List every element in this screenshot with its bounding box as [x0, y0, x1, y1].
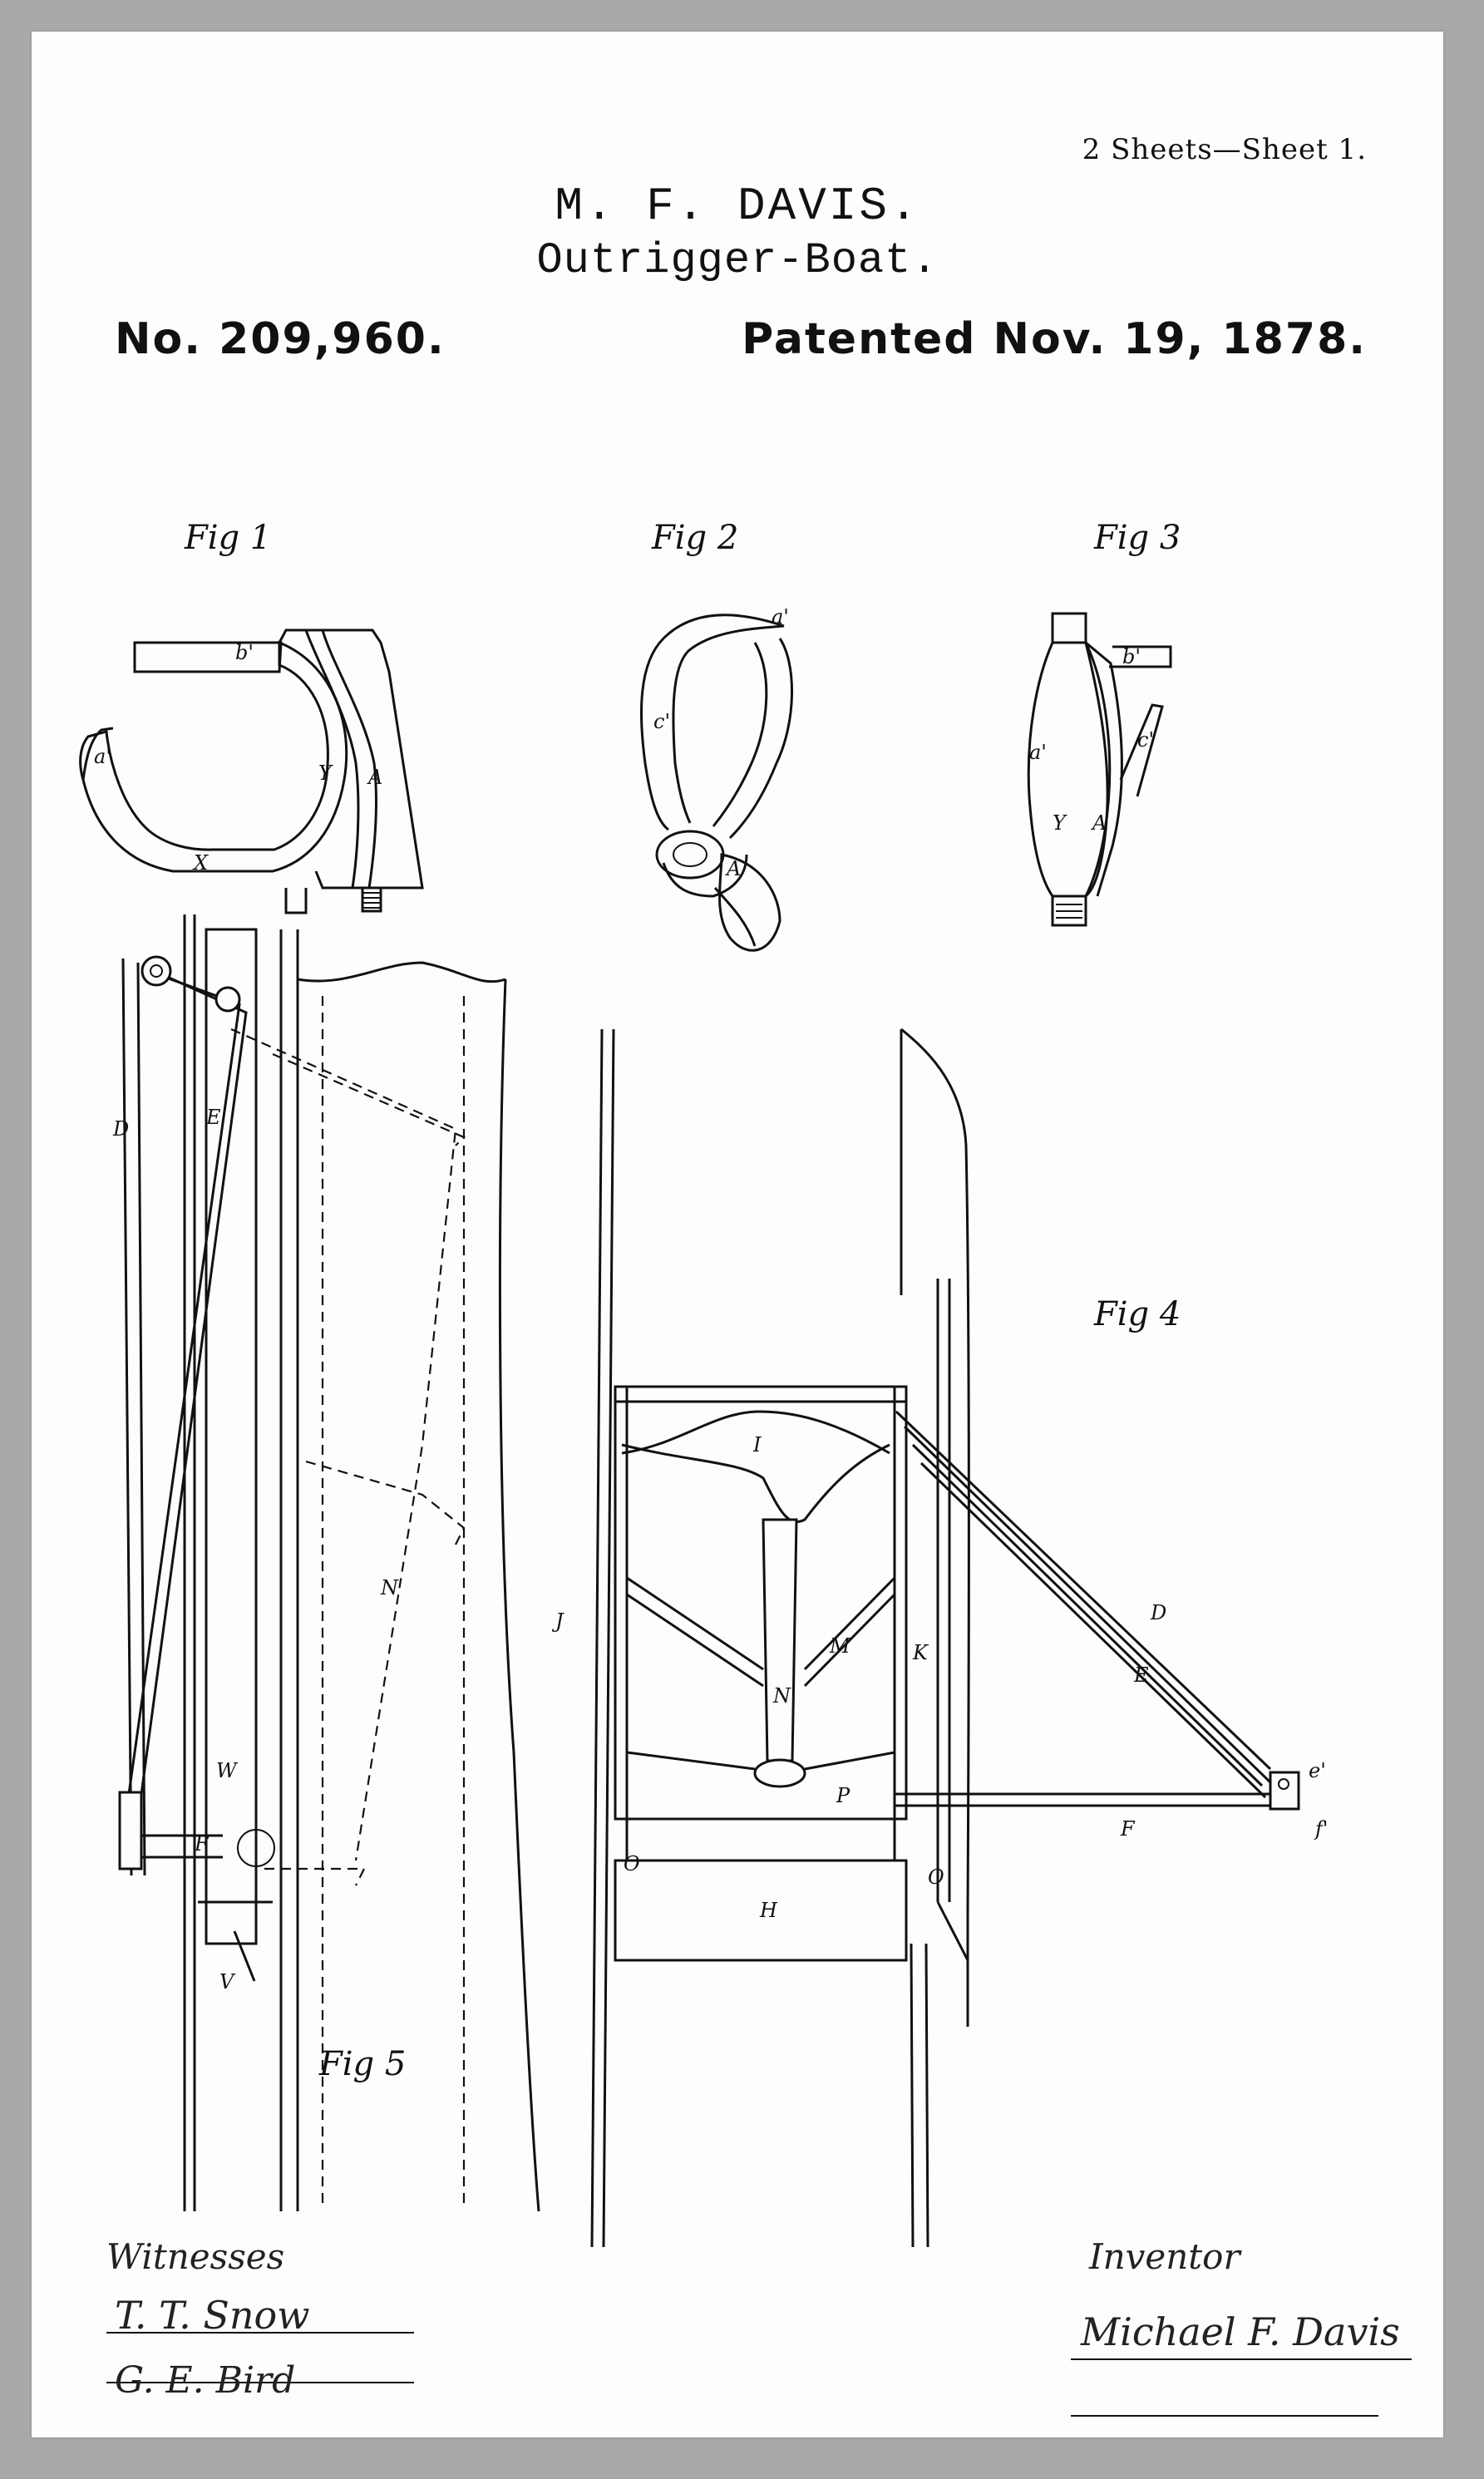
fig4-ref-P: P [836, 1784, 850, 1807]
patent-sheet: b' a' Y A X a' c' A [32, 32, 1443, 2437]
figure-1-drawing: b' a' Y A X [79, 628, 424, 914]
witness-signature-1: T. T. Snow [115, 2293, 310, 2338]
fig2-ref-a: a' [772, 605, 789, 628]
figure-4-drawing: I J M N K D E e' P F f' O O H [551, 1028, 1328, 2248]
fig4-ref-F: F [1120, 1817, 1136, 1841]
fig4-ref-D: D [1150, 1601, 1166, 1624]
sheets-note: 2 Sheets—Sheet 1. [1082, 133, 1367, 166]
fig3-ref-b: b' [1122, 645, 1141, 668]
fig3-ref-c: c' [1137, 728, 1154, 752]
fig2-ref-A: A [725, 857, 741, 880]
fig-2-label: Fig 2 [652, 519, 739, 557]
fig5-ref-E: E [205, 1106, 221, 1129]
fig4-ref-e: e' [1309, 1759, 1326, 1782]
witness-signature-2: G. E. Bird [115, 2359, 296, 2402]
fig4-ref-E: E [1133, 1663, 1149, 1687]
fig1-ref-x: X [192, 851, 209, 875]
fig4-ref-J: J [551, 1609, 565, 1633]
fig4-ref-O-right: O [928, 1865, 944, 1889]
fig5-ref-V: V [219, 1970, 236, 1994]
patent-drawing: b' a' Y A X a' c' A [79, 605, 1412, 2417]
inventor-name-heading: M. F. DAVIS. [555, 180, 920, 233]
fig-1-label: Fig 1 [185, 519, 272, 557]
fig5-ref-N: N [380, 1576, 399, 1599]
inventor-label: Inventor [1089, 2236, 1240, 2277]
fig2-ref-c: c' [653, 710, 670, 733]
figure-2-drawing: a' c' A [640, 605, 794, 952]
figure-3-drawing: b' a' c' Y A [1027, 612, 1172, 927]
figure-5-drawing: D E N W F V [112, 914, 540, 2212]
fig5-ref-D: D [112, 1117, 129, 1141]
fig-5-label: Fig 5 [319, 2045, 407, 2083]
fig1-ref-b: b' [235, 641, 254, 664]
fig5-ref-W: W [216, 1759, 239, 1782]
fig4-ref-I: I [752, 1433, 762, 1456]
fig3-ref-a: a' [1029, 741, 1047, 764]
fig4-ref-K: K [912, 1641, 929, 1664]
fig3-ref-A: A [1091, 811, 1107, 835]
fig4-ref-N: N [772, 1684, 791, 1708]
fig3-ref-y: Y [1053, 811, 1067, 835]
witnesses-label: Witnesses [106, 2236, 285, 2277]
fig4-ref-M: M [829, 1634, 851, 1658]
signature-lines [106, 2332, 1412, 2417]
fig-4-label: Fig 4 [1094, 1295, 1181, 1333]
fig4-ref-f: f' [1314, 1817, 1328, 1841]
fig4-ref-H: H [759, 1899, 778, 1922]
patent-number: No. 209,960. [115, 314, 446, 364]
inventor-signature: Michael F. Davis [1081, 2309, 1400, 2354]
fig4-ref-O-left: O [624, 1852, 640, 1875]
patent-date: Patented Nov. 19, 1878. [742, 314, 1367, 364]
fig5-ref-F: F [194, 1832, 210, 1856]
invention-title: Outrigger-Boat. [536, 236, 939, 285]
fig-3-label: Fig 3 [1094, 519, 1181, 557]
fig1-ref-y: Y [318, 761, 333, 785]
fig1-ref-A: A [367, 766, 382, 789]
fig1-ref-a: a' [94, 745, 111, 768]
